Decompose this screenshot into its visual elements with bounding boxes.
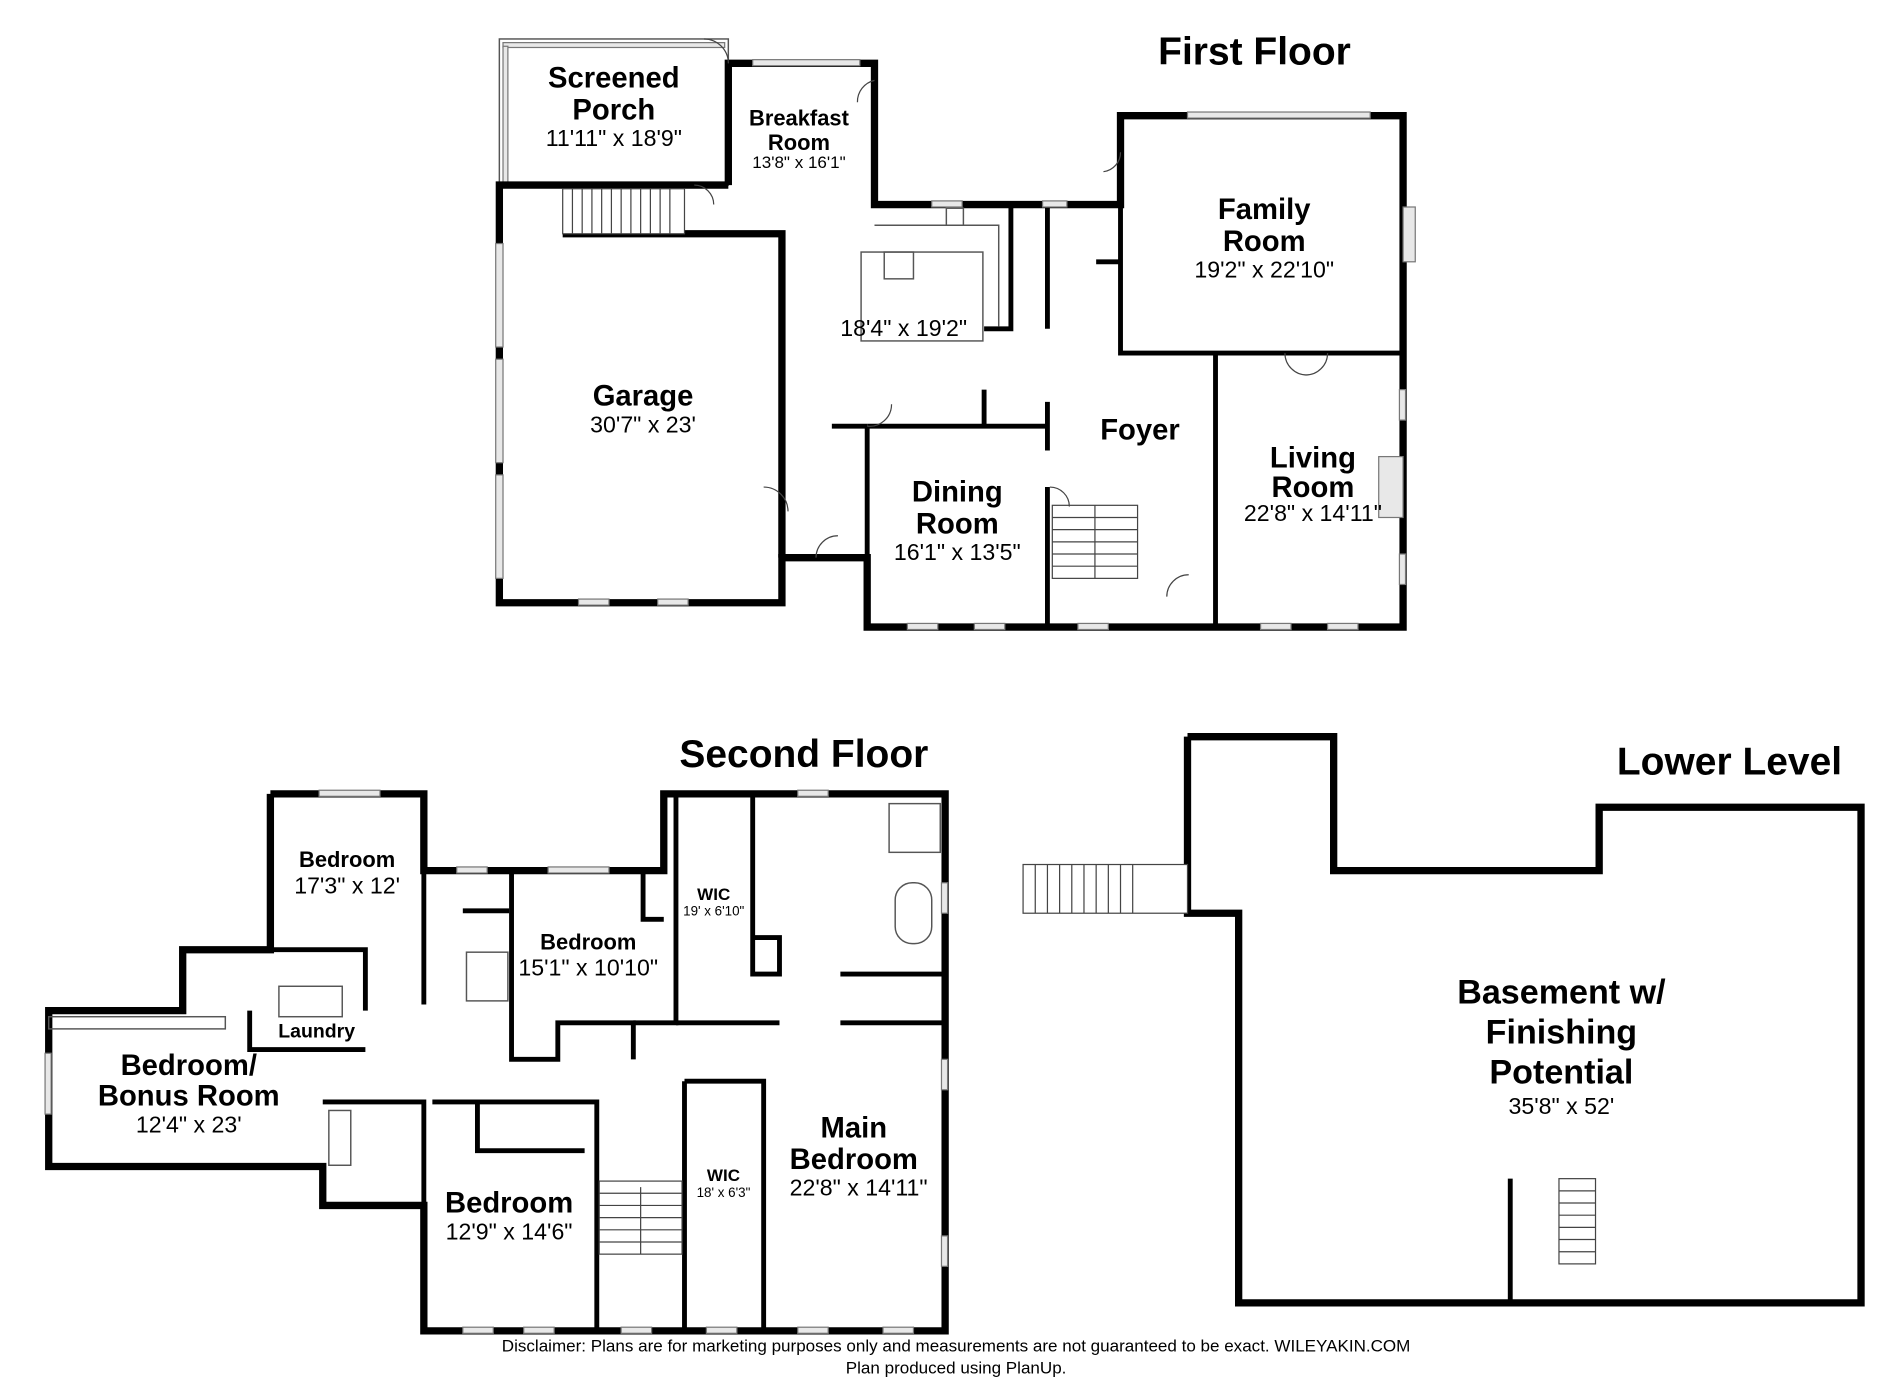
bedroom-dimensions: 12'9" x 14'6" — [446, 1219, 573, 1245]
second-floor-title: Second Floor — [679, 733, 928, 776]
basement-label: Potential — [1489, 1054, 1633, 1092]
family-room-label: Room — [1223, 226, 1306, 258]
walk-in-closet-dimensions: 19' x 6'10" — [683, 904, 744, 919]
cooktop-icon — [883, 251, 915, 280]
living-room-label: Room — [1272, 472, 1355, 504]
basement-label: Finishing — [1486, 1014, 1637, 1052]
lower-level-plan: Lower Level Basement w/ Finishing Potent… — [1022, 733, 1865, 1307]
laundry-machines — [278, 985, 343, 1018]
basement-label: Basement w/ — [1457, 973, 1666, 1011]
bathtub-icon — [328, 1109, 352, 1166]
family-room-label: Family — [1218, 194, 1311, 226]
first-floor-title: First Floor — [1158, 31, 1351, 74]
family-room-dimensions: 19'2" x 22'10" — [1194, 257, 1334, 283]
second-floor-stairs — [598, 1180, 683, 1255]
bedroom-dimensions: 17'3" x 12' — [294, 873, 400, 899]
living-room-dimensions: 22'8" x 14'11" — [1244, 500, 1382, 526]
walk-in-closet-label: WIC — [697, 885, 730, 904]
garage-dimensions: 30'7" x 23' — [590, 411, 696, 437]
dining-room-label: Dining — [912, 477, 1003, 509]
bedroom-label: Bedroom — [540, 930, 636, 955]
kitchen-island — [860, 251, 984, 342]
breakfast-room-label: Room — [768, 130, 830, 155]
walk-in-closet-dimensions: 18' x 6'3" — [697, 1185, 751, 1200]
bedroom-dimensions: 15'1" x 10'10" — [518, 954, 658, 980]
sink-icon — [945, 207, 965, 226]
screened-porch-dimensions: 11'11" x 18'9" — [546, 125, 682, 151]
first-floor-plan: First Floor Screened Porch 11'11" x 18'9… — [495, 31, 1416, 631]
shower-icon — [465, 951, 509, 1002]
breakfast-room-label: Breakfast — [749, 105, 850, 130]
screened-porch-label: Porch — [572, 94, 655, 126]
basement-dimensions: 35'8" x 52' — [1509, 1093, 1615, 1119]
second-floor-windows — [44, 789, 949, 1334]
lower-level-stairs — [1022, 863, 1597, 1301]
main-bedroom-label: Main — [820, 1112, 887, 1144]
main-bedroom-label: Bedroom — [790, 1144, 918, 1176]
lower-level-title: Lower Level — [1617, 740, 1842, 783]
walk-in-closet-label: WIC — [707, 1166, 740, 1185]
bathtub-icon — [894, 882, 933, 945]
shower-icon — [888, 802, 941, 854]
bedroom-label: Bedroom — [299, 847, 395, 872]
lower-level-exterior-wall — [1183, 733, 1865, 1307]
breakfast-room-dimensions: 13'8" x 16'1" — [752, 153, 845, 172]
bedroom-label: Bedroom — [445, 1188, 573, 1220]
kitchen-dimensions: 18'4" x 19'2" — [840, 315, 967, 341]
garage-label: Garage — [593, 380, 694, 412]
disclaimer-text: Disclaimer: Plans are for marketing purp… — [502, 1337, 1411, 1356]
planup-credit-text: Plan produced using PlanUp. — [846, 1358, 1067, 1377]
second-floor-plan: Second Floor Bedroom 17'3" x 12' Bedroom… — [44, 733, 949, 1335]
dining-room-label: Room — [916, 508, 999, 540]
bonus-room-label: Bonus Room — [98, 1081, 280, 1113]
laundry-label: Laundry — [278, 1020, 355, 1042]
main-bedroom-dimensions: 22'8" x 14'11" — [790, 1175, 928, 1201]
foyer-label: Foyer — [1100, 415, 1180, 447]
bonus-room-label: Bedroom/ — [121, 1050, 257, 1082]
screened-porch-label: Screened — [548, 63, 680, 95]
bonus-room-dimensions: 12'4" x 23' — [136, 1111, 242, 1137]
living-room-label: Living — [1270, 443, 1356, 475]
first-floor-doors — [694, 38, 1329, 597]
dining-room-dimensions: 16'1" x 13'5" — [894, 539, 1021, 565]
first-floor-windows — [495, 59, 1416, 631]
first-floor-stairs — [562, 188, 1139, 579]
